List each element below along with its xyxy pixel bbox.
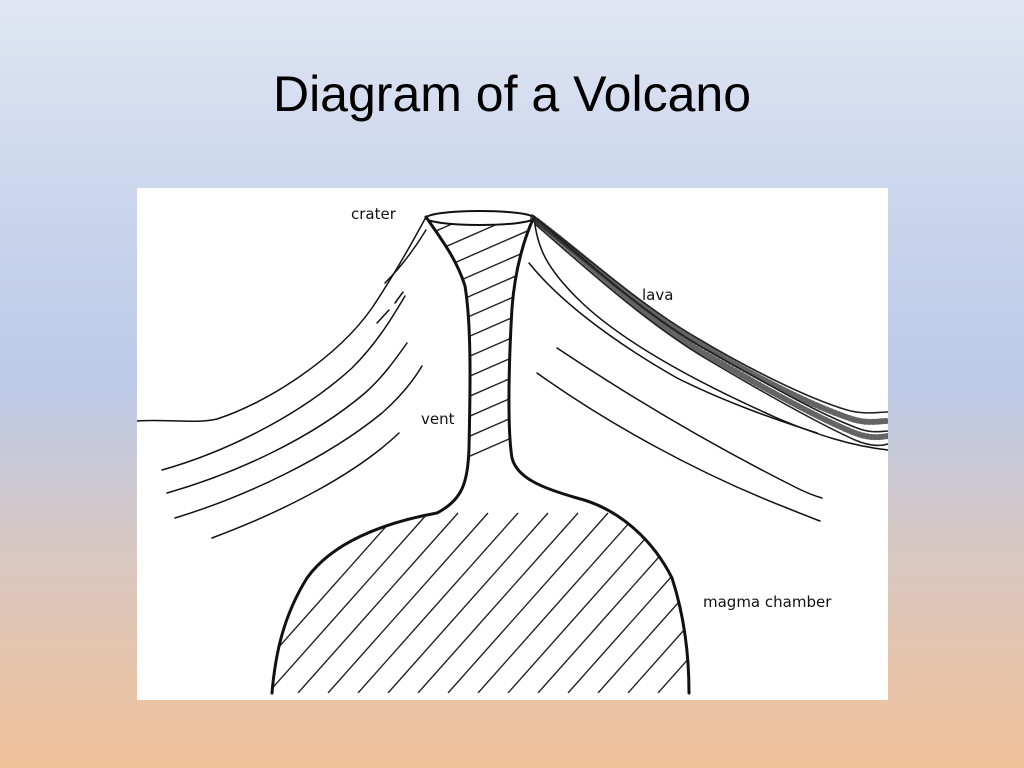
- lava-flow: [530, 214, 888, 447]
- left-flank: [137, 216, 427, 539]
- volcano-diagram: crater lava vent magma chamber: [137, 188, 888, 700]
- label-crater: crater: [351, 205, 397, 223]
- right-flank: [528, 216, 888, 522]
- label-lava: lava: [642, 286, 673, 304]
- vent-outline: [270, 215, 691, 695]
- magma-hatching: [272, 217, 689, 693]
- label-vent: vent: [421, 410, 455, 428]
- volcano-drawing: crater lava vent magma chamber: [137, 205, 888, 695]
- crater-rim: [425, 210, 535, 226]
- slide-title: Diagram of a Volcano: [272, 66, 752, 122]
- label-magma-chamber: magma chamber: [703, 593, 832, 611]
